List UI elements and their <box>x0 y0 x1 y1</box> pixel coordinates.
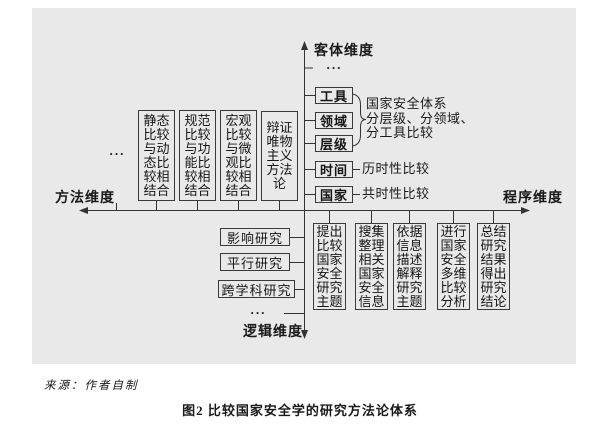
method-axis-connectors <box>156 200 280 211</box>
axis-label-method: 方法维度 <box>55 191 115 206</box>
logic-box-influence-study: 影响研究 <box>220 228 290 246</box>
logic-box-parallel-study: 平行研究 <box>220 253 290 271</box>
method-box-static-dynamic: 静态比较与动态比较相结合 <box>138 110 175 201</box>
axis-label-logic: 逻辑维度 <box>243 325 303 340</box>
ellipsis-object-axis: ··· <box>325 60 342 75</box>
brace-note-line-2: 分层级、分领域、 <box>366 110 475 126</box>
procedure-box-propose-topic: 提出比较国家安全研究主题 <box>313 223 346 310</box>
object-box-domain: 领域 <box>315 112 353 129</box>
procedure-axis-connectors <box>329 210 494 223</box>
axis-label-object: 客体维度 <box>314 44 374 59</box>
figure-source: 来源：作者自制 <box>44 380 139 392</box>
procedure-box-multidim-compare: 进行国家安全多维比较分析 <box>437 223 470 310</box>
method-box-macro-micro: 宏观比较与微观比较相结合 <box>220 110 257 201</box>
logic-box-interdisciplinary-study: 跨学科研究 <box>218 280 295 298</box>
brace-note-line-1: 国家安全体系 <box>366 96 448 111</box>
procedure-box-collect-info: 搜集整理相关国家安全信息 <box>355 223 388 310</box>
object-box-country: 国家 <box>315 186 353 203</box>
object-box-time: 时间 <box>315 161 353 178</box>
method-box-dialectical-materialism: 辩证唯物主义方法论 <box>261 111 298 201</box>
axis-arrowheads <box>79 41 530 339</box>
axis-label-procedure: 程序维度 <box>503 191 563 206</box>
time-note: 历时性比较 <box>362 161 430 176</box>
ellipsis-logic-axis: ··· <box>249 305 266 320</box>
logic-axis-connectors <box>284 237 305 314</box>
procedure-box-conclude: 总结研究结果得出研究结论 <box>477 223 510 310</box>
country-note: 共时性比较 <box>362 186 430 201</box>
object-box-level: 层级 <box>315 135 353 152</box>
brace-note-line-3: 分工具比较 <box>366 125 434 140</box>
object-axis-connectors <box>304 67 367 195</box>
ellipsis-method-axis: ··· <box>108 146 125 161</box>
procedure-box-describe-explain: 依据信息描述解释研究主题 <box>393 223 426 310</box>
figure-caption: 图2 比较国家安全学的研究方法论体系 <box>182 403 418 418</box>
method-box-normative-functional: 规范比较与功能比较相结合 <box>179 110 216 201</box>
object-box-tool: 工具 <box>315 87 353 104</box>
object-axis-brace-note: 国家安全体系 分层级、分领域、 分工具比较 <box>366 96 475 141</box>
